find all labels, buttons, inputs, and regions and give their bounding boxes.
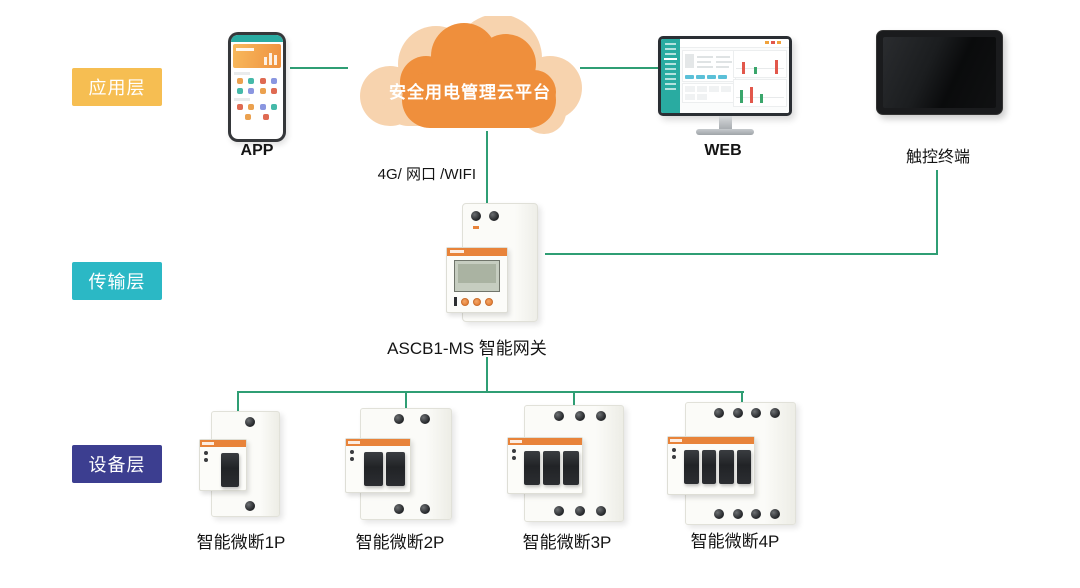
- monitor-frame: [658, 36, 792, 116]
- breaker-brand-stripe: [668, 437, 754, 444]
- breaker-3p-label: 智能微断3P: [522, 533, 612, 552]
- phone-section-header: [234, 72, 250, 75]
- gateway-marking: [473, 226, 479, 229]
- dashboard-chart-top: [733, 50, 787, 78]
- dashboard-topbar: [680, 39, 789, 48]
- line-drop-breaker-1p: [237, 391, 239, 412]
- line-drop-breaker-2p: [405, 391, 407, 409]
- gateway-device-illustration: [446, 203, 538, 327]
- line-terminal-drop: [936, 170, 938, 255]
- gateway-lcd-display: [454, 260, 500, 292]
- web-monitor-illustration: [658, 36, 792, 135]
- cloud-icon: [360, 16, 582, 134]
- breaker-brand-stripe: [200, 440, 246, 447]
- line-gateway-to-bus: [486, 357, 488, 393]
- touch-terminal-illustration: [876, 30, 1003, 115]
- terminal-screen: [883, 37, 996, 108]
- gateway-label: ASCB1-MS 智能网关: [387, 339, 547, 358]
- terminal-label: 触控终端: [905, 149, 970, 166]
- phone-banner-chart: [233, 44, 281, 68]
- dashboard-sidebar: [661, 39, 680, 113]
- layer-badge-transmission: 传输层: [72, 262, 162, 300]
- breaker-front-panel: [507, 437, 583, 494]
- breaker-body: [685, 402, 796, 525]
- breaker-2p-label: 智能微断2P: [355, 533, 445, 552]
- phone-icon-row: [232, 114, 282, 120]
- monitor-stand-neck: [718, 116, 732, 129]
- phone-screen: [231, 35, 283, 139]
- smartphone-app-illustration: [228, 32, 286, 142]
- phone-statusbar: [231, 35, 283, 42]
- monitor-stand-base: [696, 129, 754, 135]
- line-drop-breaker-4p: [741, 391, 743, 403]
- breaker-toggle-handles: [216, 453, 243, 487]
- breaker-1p-illustration: [199, 411, 280, 517]
- gateway-terminal-screw: [489, 211, 499, 221]
- dashboard-chart-bottom: [733, 79, 787, 107]
- line-app-to-cloud: [290, 67, 348, 69]
- breaker-2p-illustration: [345, 408, 452, 520]
- line-gateway-to-terminal: [545, 253, 938, 255]
- dashboard-content: [680, 39, 789, 113]
- layer-label: 设备层: [88, 455, 146, 475]
- dashboard-device-panel: [682, 50, 736, 82]
- gateway-terminal-screw: [471, 211, 481, 221]
- breaker-brand-stripe: [508, 438, 582, 445]
- breaker-front-panel: [345, 438, 411, 493]
- layer-label: 应用层: [88, 78, 146, 98]
- breaker-toggle-handles: [684, 450, 751, 484]
- phone-icon-row: [232, 104, 282, 110]
- app-label: APP: [240, 142, 274, 159]
- cloud-platform-label: 安全用电管理云平台: [389, 83, 551, 102]
- breaker-3p-illustration: [507, 405, 624, 522]
- phone-section-header: [234, 98, 250, 101]
- breaker-front-panel: [667, 436, 755, 495]
- line-cloud-to-web: [580, 67, 660, 69]
- layer-label: 传输层: [88, 272, 146, 292]
- layer-badge-device: 设备层: [72, 445, 162, 483]
- breaker-front-panel: [199, 439, 247, 491]
- monitor-screen: [661, 39, 789, 113]
- line-drop-breaker-3p: [573, 391, 575, 406]
- phone-icon-row: [232, 78, 282, 84]
- line-device-bus: [237, 391, 744, 393]
- breaker-brand-stripe: [346, 439, 410, 446]
- dashboard-stats-grid: [682, 83, 734, 103]
- breaker-1p-label: 智能微断1P: [196, 533, 286, 552]
- breaker-4p-illustration: [667, 402, 796, 525]
- uplink-protocol-label: 4G/ 网口 /WIFI: [377, 166, 476, 183]
- phone-icon-row: [232, 88, 282, 94]
- breaker-toggle-handles: [362, 452, 407, 486]
- breaker-4p-label: 智能微断4P: [690, 532, 780, 551]
- gateway-brand-stripe: [447, 248, 507, 256]
- line-cloud-to-gateway: [486, 131, 488, 203]
- breaker-toggle-handles: [524, 451, 579, 485]
- gateway-buttons: [454, 297, 507, 306]
- layer-badge-application: 应用层: [72, 68, 162, 106]
- web-label: WEB: [704, 142, 742, 159]
- gateway-front-panel: [446, 247, 508, 313]
